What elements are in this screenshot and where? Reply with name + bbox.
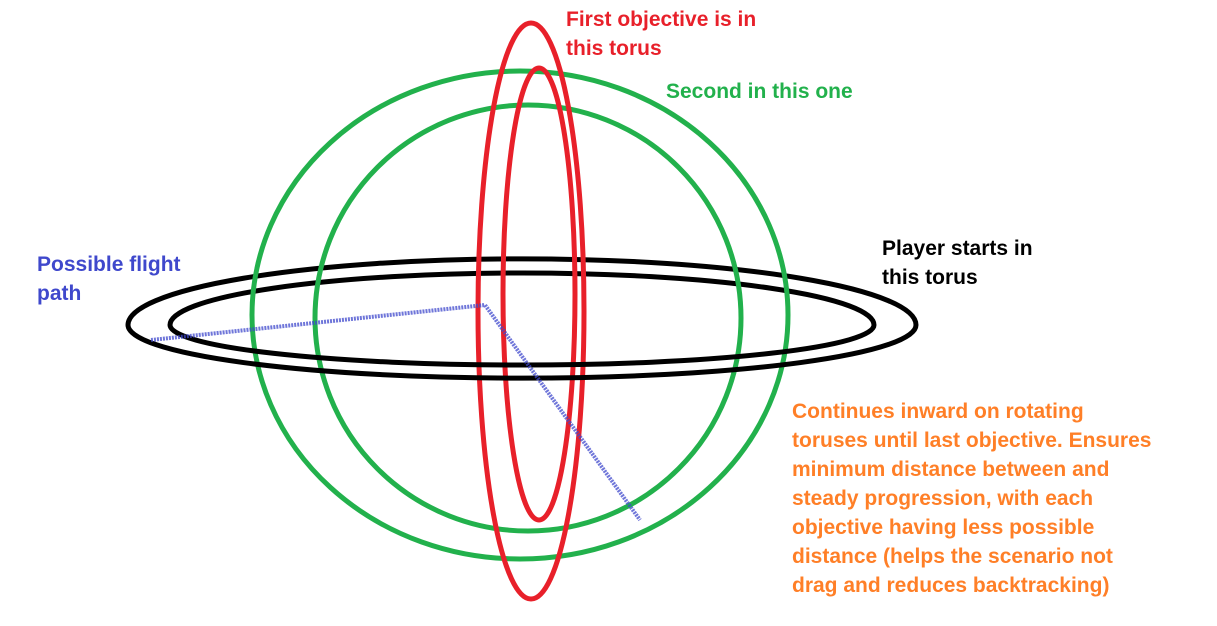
green-torus-outer: [249, 68, 791, 562]
red-torus-outer: [475, 20, 587, 602]
flight-path-label: Possible flight path: [37, 250, 181, 308]
progression-note-line: minimum distance between and: [792, 458, 1110, 481]
progression-note-line: toruses until last objective. Ensures: [792, 429, 1152, 452]
green-torus: [249, 68, 791, 562]
red-torus-inner: [500, 65, 578, 523]
black-torus-back: [125, 256, 919, 326]
second-objective-label: Second in this one: [666, 77, 853, 106]
black-torus-inner-front: [167, 324, 877, 368]
flight-path-label-line: Possible flight: [37, 253, 181, 276]
black-torus-outer-back: [125, 256, 919, 326]
first-objective-label: First objective is in this torus: [566, 5, 756, 63]
flight-path-label-line: path: [37, 282, 82, 305]
player-start-label: Player starts in this torus: [882, 234, 1033, 292]
progression-note-line: drag and reduces backtracking): [792, 574, 1110, 597]
red-torus: [475, 20, 587, 602]
progression-note-line: Continues inward on rotating: [792, 400, 1084, 423]
progression-note-line: objective having less possible: [792, 516, 1095, 539]
black-torus-front: [125, 324, 919, 381]
black-torus-inner-back: [167, 270, 877, 326]
black-torus-outer-front: [125, 324, 919, 381]
player-start-label-line: Player starts in: [882, 237, 1033, 260]
first-objective-label-line: this torus: [566, 37, 662, 60]
progression-note: Continues inward on rotating toruses unt…: [792, 397, 1151, 600]
flight-path-line: [150, 303, 642, 522]
green-torus-inner: [312, 102, 744, 534]
first-objective-label-line: First objective is in: [566, 8, 757, 31]
player-start-label-line: this torus: [882, 266, 978, 289]
progression-note-line: steady progression, with each: [792, 487, 1094, 510]
progression-note-line: distance (helps the scenario not: [792, 545, 1113, 568]
second-objective-label-line: Second in this one: [666, 80, 853, 103]
